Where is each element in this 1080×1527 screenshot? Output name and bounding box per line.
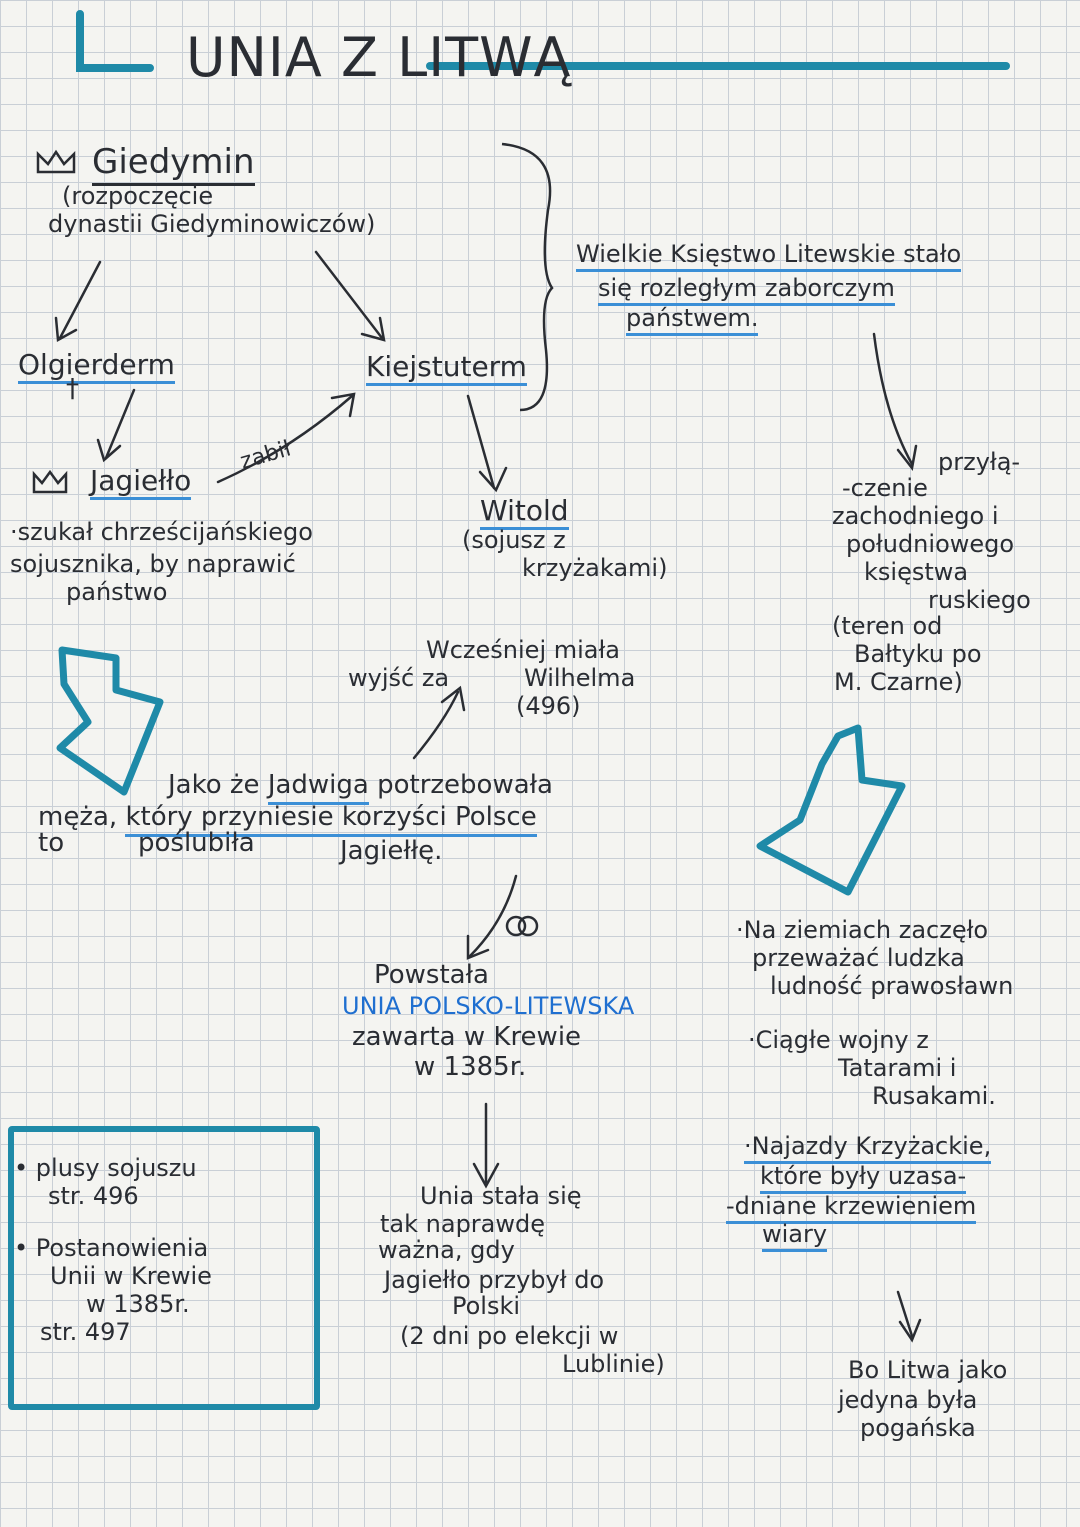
box-item-2-line-4: str. 497 <box>40 1318 131 1346</box>
bullet-3-line-1: ·Najazdy Krzyżackie, <box>744 1133 992 1165</box>
wczesniej-2: wyjść za <box>348 664 450 692</box>
arrow-wielkie-to-przylaczenie <box>872 332 914 466</box>
jadwiga-line-1: Jako że Jadwiga potrzebowała <box>168 770 553 805</box>
przylaczenie-6: ruskiego <box>928 586 1031 614</box>
przylaczenie-1: przyłą- <box>938 448 1021 476</box>
bullet-2-line-3: Rusakami. <box>872 1082 996 1110</box>
bullet-1-line-2: przeważać ludzka <box>752 944 965 972</box>
powstala-3: zawarta w Krewie <box>352 1022 582 1052</box>
crown-icon <box>32 469 68 494</box>
wczesniej-1: Wcześniej miała <box>426 636 621 664</box>
bullet-1-line-3: ludność prawosławn <box>770 972 1014 1000</box>
node-kiejstut: Kiejstuterm <box>366 352 527 387</box>
node-witold: Witold <box>480 496 569 531</box>
arrow-kiejstut-witold <box>466 394 496 490</box>
wielkie-line-2: się rozległym zaborczym <box>598 275 895 307</box>
witold-note-1: (sojusz z <box>462 526 566 554</box>
giedymin-note-1: (rozpoczęcie <box>62 182 214 210</box>
bullet-3-line-3: -dniane krzewieniem <box>726 1193 977 1225</box>
arrow-najazdy-to-poganska <box>896 1290 914 1338</box>
wielkie-line-1: Wielkie Księstwo Litewskie stało <box>576 241 962 273</box>
powstala-4: w 1385r. <box>414 1052 527 1082</box>
przylaczenie-7: (teren od <box>832 612 943 640</box>
powstala-1: Powstała <box>374 960 489 990</box>
wazna-1: Unia stała się <box>420 1182 582 1210</box>
box-item-2-line-3: w 1385r. <box>86 1290 190 1318</box>
arrow-jagiello-kiejstut <box>216 394 354 484</box>
przylaczenie-9: M. Czarne) <box>834 668 963 696</box>
bullet-3-line-2: które były uzasa- <box>760 1163 967 1195</box>
jadwiga-line-2: męża, który przyniesie korzyści Polsce <box>38 802 537 837</box>
poganska-2: jedyna była <box>838 1386 978 1414</box>
jagiello-note-1: ·szukał chrześcijańskiego <box>10 518 313 546</box>
jadwiga-line-3a: to <box>38 828 65 858</box>
jadwiga-name: Jadwiga <box>267 770 369 805</box>
title-left-bracket <box>76 10 154 72</box>
crown-icon <box>36 149 76 174</box>
poganska-1: Bo Litwa jako <box>848 1356 1008 1384</box>
arrow-giedymin-olgierd <box>58 260 102 340</box>
przylaczenie-5: księstwa <box>864 558 969 586</box>
jagiello-note-2: sojusznika, by naprawić <box>10 550 296 578</box>
node-giedymin: Giedymin <box>92 144 255 186</box>
arrow-jagiello-to-unia <box>468 874 518 958</box>
powstala-2: UNIA POLSKO-LITEWSKA <box>342 992 635 1020</box>
arrow-giedymin-kiejstut <box>314 250 384 340</box>
box-item-2-line-1: • Postanowienia <box>14 1234 209 1262</box>
wczesniej-4: (496) <box>516 692 581 720</box>
box-item-1-line-2: str. 496 <box>48 1182 139 1210</box>
przylaczenie-8: Bałtyku po <box>854 640 982 668</box>
witold-note-2: krzyżakami) <box>522 554 668 582</box>
jadwiga-line-3b: poślubiła <box>138 828 255 858</box>
arrow-to-wilhelm <box>412 690 460 760</box>
arrow-olgierd-jagiello <box>104 388 136 460</box>
wazna-6: (2 dni po elekcji w <box>400 1322 619 1350</box>
wazna-4: Jagiełło przybył do <box>384 1266 605 1294</box>
wielkie-line-3: państwem. <box>626 305 759 337</box>
box-item-2-line-2: Unii w Krewie <box>50 1262 212 1290</box>
big-arrow-right <box>756 724 906 896</box>
big-arrow-left <box>56 646 164 796</box>
cross-icon: † <box>66 374 79 404</box>
wazna-5: Polski <box>452 1292 521 1320</box>
giedymin-note-2: dynastii Giedyminowiczów) <box>48 210 376 238</box>
brace <box>501 142 554 412</box>
wazna-7: Lublinie) <box>562 1350 665 1378</box>
bullet-1-line-1: ·Na ziemiach zaczęło <box>736 916 989 944</box>
reference-box <box>8 1126 320 1410</box>
page-title: UNIA Z LITWĄ <box>186 26 572 89</box>
rings-icon <box>505 915 527 937</box>
przylaczenie-2: -czenie <box>842 474 928 502</box>
bullet-2-line-1: ·Ciągłe wojny z <box>748 1026 929 1054</box>
jagiello-note-3: państwo <box>66 578 168 606</box>
node-olgierd: Olgierderm <box>18 350 175 385</box>
przylaczenie-4: południowego <box>846 530 1015 558</box>
jadwiga-line-3c: Jagiełłę. <box>340 836 443 866</box>
wazna-2: tak naprawdę <box>380 1210 545 1238</box>
poganska-3: pogańska <box>860 1414 976 1442</box>
bullet-2-line-2: Tatarami i <box>838 1054 957 1082</box>
wczesniej-3: Wilhelma <box>524 664 636 692</box>
wazna-3: ważna, gdy <box>378 1236 515 1264</box>
bullet-3-line-4: wiary <box>762 1221 828 1253</box>
przylaczenie-3: zachodniego i <box>832 502 999 530</box>
node-jagiello: Jagiełło <box>90 466 192 501</box>
box-item-1-line-1: • plusy sojuszu <box>14 1154 197 1182</box>
